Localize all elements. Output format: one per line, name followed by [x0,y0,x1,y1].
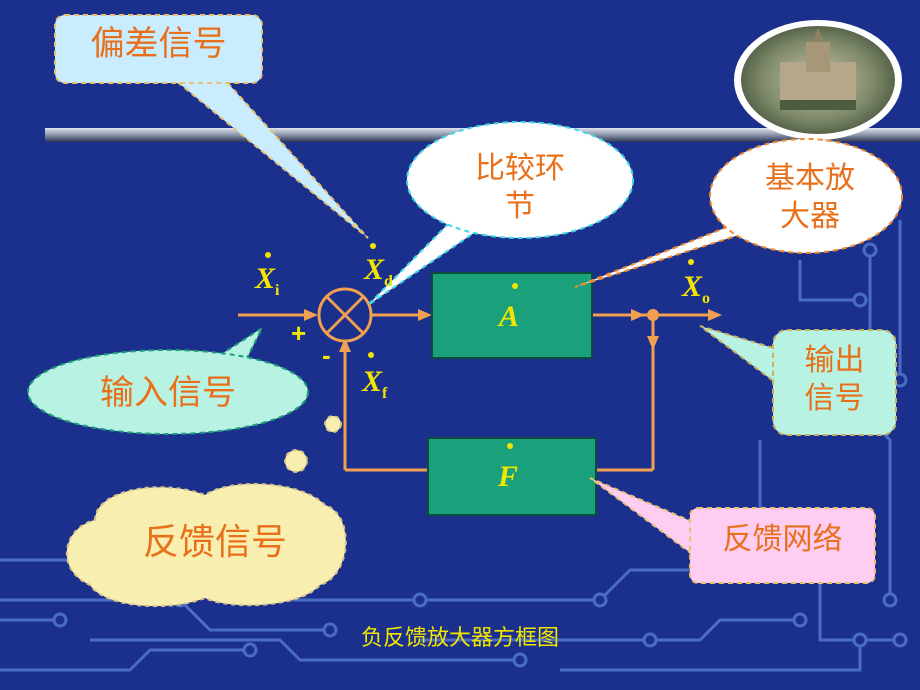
circuit-board-decoration [0,220,908,672]
xf-phasor-dot [368,352,374,358]
feedback-signal-callout: 反馈信号 [142,522,287,563]
a-phasor-dot [512,283,518,289]
feedback-block [427,437,597,516]
minus-sign: - [322,340,331,370]
signal-arrowheads [304,309,722,352]
amplifier-gain-symbol: A [499,300,520,333]
amplifier-callout-shape [574,138,903,288]
input-signal-callout: 输入信号 [100,373,236,413]
feedback-network-callout-shape [589,477,876,584]
branch-point [647,309,659,321]
feedback-factor-symbol: F [498,460,519,493]
comparator-callout-shape [367,121,634,306]
xo-phasor-dot [688,259,694,265]
output-signal-symbol: Xo [682,270,711,307]
feedback-signal-callout-shape [65,415,347,608]
output-signal-callout-shape [699,325,897,436]
input-signal-callout-shape [27,325,309,435]
output-signal-callout: 输出 信号 [804,343,865,416]
error-signal-callout-shape [54,14,369,239]
comparator-symbol [317,287,373,343]
f-phasor-dot [507,443,513,449]
xd-phasor-dot [370,243,376,249]
plus-sign: + [291,318,307,348]
error-signal-callout: 偏差信号 [90,24,227,64]
campus-photo-logo [734,20,902,140]
input-signal-symbol: Xi [255,262,280,299]
amplifier-callout: 基本放 大器 [765,161,855,234]
feedback-network-callout: 反馈网络 [722,522,843,557]
feedback-signal-symbol: Xf [362,365,388,402]
xi-phasor-dot [265,252,271,258]
comparator-callout: 比较环 节 [475,151,565,224]
diagram-caption: 负反馈放大器方框图 [360,626,559,651]
error-signal-symbol: Xd [364,253,393,290]
